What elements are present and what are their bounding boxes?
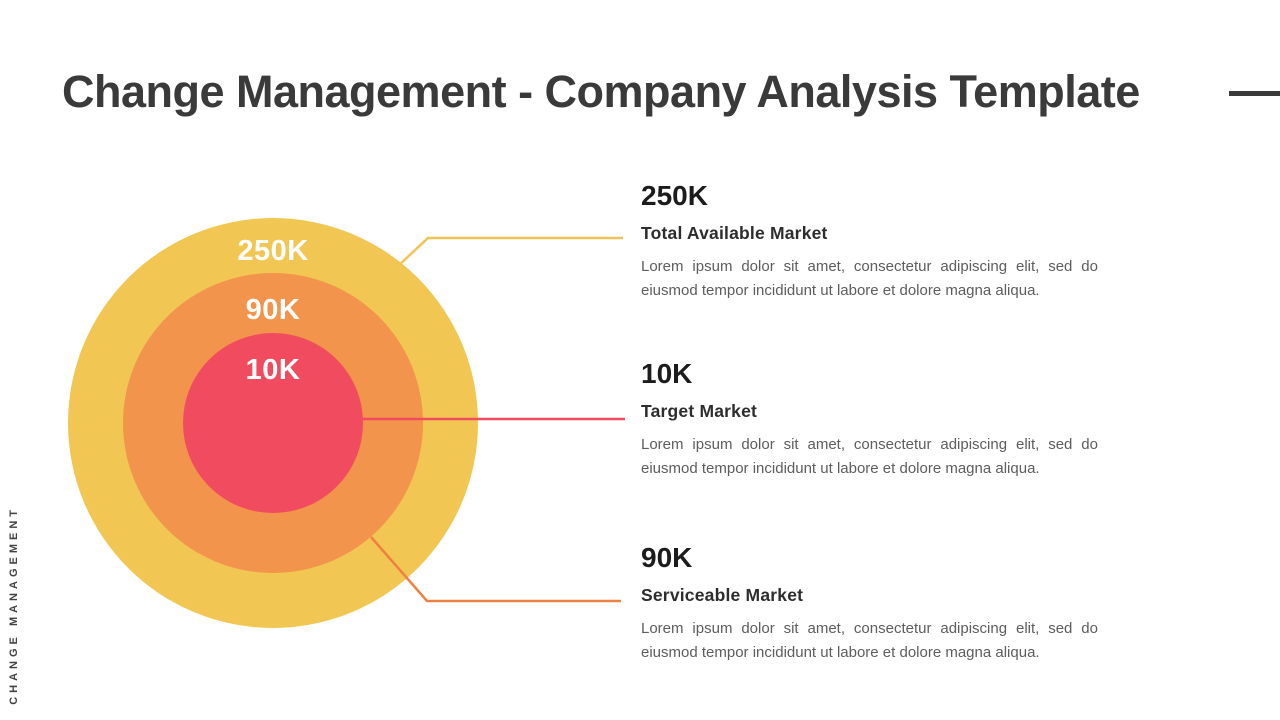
market-description: Lorem ipsum dolor sit amet, consectetur … <box>641 436 1098 477</box>
market-description: Lorem ipsum dolor sit amet, consectetur … <box>641 620 1098 661</box>
circle-label-250k: 250K <box>237 235 309 267</box>
market-block-total-available: 250K Total Available Market Lorem ipsum … <box>641 179 1098 302</box>
market-title: Target Market <box>641 401 758 421</box>
market-description: Lorem ipsum dolor sit amet, consectetur … <box>641 258 1098 299</box>
circle-target-market <box>183 333 363 513</box>
title-rule <box>1229 91 1280 96</box>
circle-label-90k: 90K <box>245 294 301 326</box>
market-title: Total Available Market <box>641 223 828 243</box>
market-block-target: 10K Target Market Lorem ipsum dolor sit … <box>641 357 1098 480</box>
slide-title: Change Management - Company Analysis Tem… <box>62 66 1140 117</box>
market-block-serviceable: 90K Serviceable Market Lorem ipsum dolor… <box>641 541 1098 664</box>
market-value: 250K <box>641 180 708 211</box>
market-value: 90K <box>641 542 693 573</box>
market-value: 10K <box>641 358 693 389</box>
circle-label-10k: 10K <box>245 354 301 386</box>
market-title: Serviceable Market <box>641 585 804 605</box>
side-label-vertical: CHANGE MANAGEMENT <box>8 506 20 705</box>
